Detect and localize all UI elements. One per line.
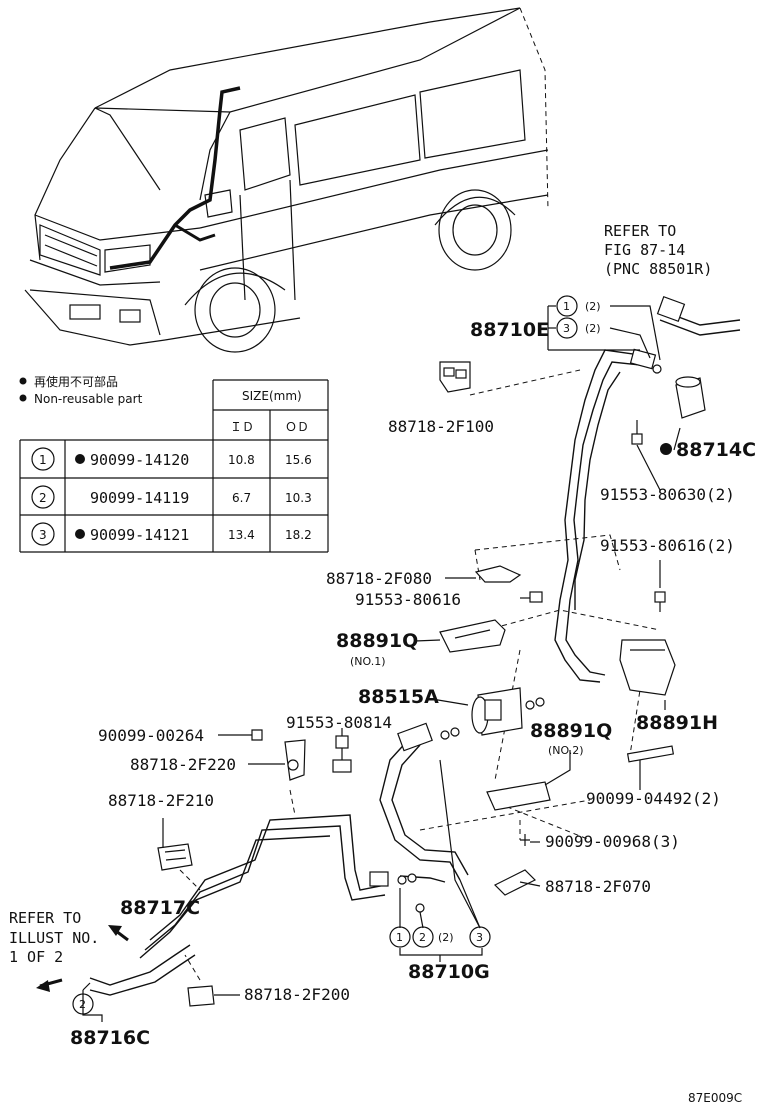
label-88716c[interactable]: 88716C [70,1027,150,1049]
non-reusable-dot [75,529,85,539]
receiver-88515a[interactable] [440,687,545,740]
label-88891h[interactable]: 88891H [636,712,718,734]
non-reusable-dot [660,443,672,455]
label-88718-2f070[interactable]: 88718-2F070 [545,877,651,896]
label-90099-00264[interactable]: 90099-00264 [98,726,204,745]
row-3-id: 13.4 [228,528,255,542]
label-90099-04492[interactable]: 90099-04492(2) [586,789,721,808]
label-88710e[interactable]: 88710E [470,319,549,341]
legend: 再使用不可部品 Non-reusable part [19,374,143,406]
label-91553-80814[interactable]: 91553-80814 [286,713,392,732]
label-88714c[interactable]: 88714C [676,439,756,461]
clamp-88718-2f220[interactable] [284,739,306,781]
bolt-91553-80814[interactable] [332,735,352,773]
svg-text:3: 3 [563,322,570,335]
label-91553-80630[interactable]: 91553-80630(2) [600,485,735,504]
col-id: ＩＤ [230,420,254,434]
label-88891q-no1[interactable]: 88891Q [336,630,418,652]
label-88515a[interactable]: 88515A [358,686,439,708]
row-1-part: 90099-14120 [90,451,189,469]
van-illustration [24,7,549,353]
bolt-91553-80630[interactable] [631,420,643,445]
label-91553-80616[interactable]: 91553-80616 [355,590,461,609]
arrow-icon [36,925,129,992]
label-88718-2f200[interactable]: 88718-2F200 [244,985,350,1004]
svg-text:1: 1 [396,931,403,944]
bolt-91553-80616[interactable] [529,591,543,603]
label-88718-2f100[interactable]: 88718-2F100 [388,417,494,436]
row-3-od: 18.2 [285,528,312,542]
label-91553-80616-2[interactable]: 91553-80616(2) [600,536,735,555]
svg-text:FIG 87-14: FIG 87-14 [604,241,685,259]
label-88891q-no1-sub: (NO.1) [350,655,386,668]
pipe-assembly-lower [89,722,469,996]
svg-text:(2): (2) [585,300,601,313]
legend-marker-jp: 再使用不可部品 [34,374,118,389]
svg-text:REFER TO: REFER TO [9,909,81,927]
size-table: SIZE(mm) ＩＤ ＯＤ 1 90099-14120 10.8 15.6 2… [19,379,329,553]
clamp-88718-2f210[interactable] [157,843,193,871]
label-88718-2f220[interactable]: 88718-2F220 [130,755,236,774]
bracket-88891q-no1[interactable] [439,619,506,653]
svg-text:1 OF 2: 1 OF 2 [9,948,63,966]
svg-text:(PNC 88501R): (PNC 88501R) [604,260,712,278]
row-1-od: 15.6 [285,453,312,467]
leader-lines [82,305,681,1022]
label-88891q-no2-sub: (NO.2) [548,744,584,757]
clamp-88718-2f200[interactable] [187,985,215,1007]
legend-marker-en: Non-reusable part [34,392,143,406]
svg-text:ILLUST NO.: ILLUST NO. [9,929,99,947]
ref-note-top: REFER TO FIG 87-14 (PNC 88501R) [604,222,712,278]
svg-text:1: 1 [563,300,570,313]
clip-90099-00264[interactable] [251,729,263,741]
svg-text:2: 2 [79,998,86,1011]
label-88718-2f210[interactable]: 88718-2F210 [108,791,214,810]
row-1-num: 1 [39,453,47,467]
bolt-90099-04492[interactable] [626,745,675,763]
cushion-88714c[interactable] [675,376,706,419]
row-2-part: 90099-14119 [90,489,189,507]
svg-text:2: 2 [419,931,426,944]
part-labels: 88710E 1 (2) 3 (2) 88718-2F100 88714C 91… [70,295,756,1105]
bracket-88891h[interactable] [619,639,676,696]
svg-text:(2): (2) [438,931,454,944]
svg-text:3: 3 [476,931,483,944]
row-2-num: 2 [39,491,47,505]
clamp-88718-2f070[interactable] [493,869,537,896]
ref-note-left: REFER TO ILLUST NO. 1 OF 2 [9,909,99,966]
row-2-id: 6.7 [232,491,251,505]
clamp-88718-2f080[interactable] [474,565,522,583]
figure-code: 87E009C [688,1091,742,1105]
label-88717c[interactable]: 88717C [120,897,200,919]
label-88891q-no2[interactable]: 88891Q [530,720,612,742]
svg-text:REFER TO: REFER TO [604,222,676,240]
row-3-part: 90099-14121 [90,526,189,544]
non-reusable-dot [75,454,85,464]
clip-88718-2f100[interactable] [439,361,471,393]
bracket-88891q-no2[interactable] [486,781,551,811]
o-rings-88710g [397,873,425,913]
label-88710g[interactable]: 88710G [408,961,490,983]
svg-text:(2): (2) [585,322,601,335]
bolt-91553-80616-2[interactable] [654,591,666,612]
row-3-num: 3 [39,528,47,542]
col-od: ＯＤ [285,420,309,434]
clip-90099-00968[interactable] [520,834,530,846]
size-header: SIZE(mm) [242,389,302,403]
label-90099-00968[interactable]: 90099-00968(3) [545,832,680,851]
label-88718-2f080[interactable]: 88718-2F080 [326,569,432,588]
row-2-od: 10.3 [285,491,312,505]
pipe-assembly-upper [554,296,741,683]
row-1-id: 10.8 [228,453,255,467]
